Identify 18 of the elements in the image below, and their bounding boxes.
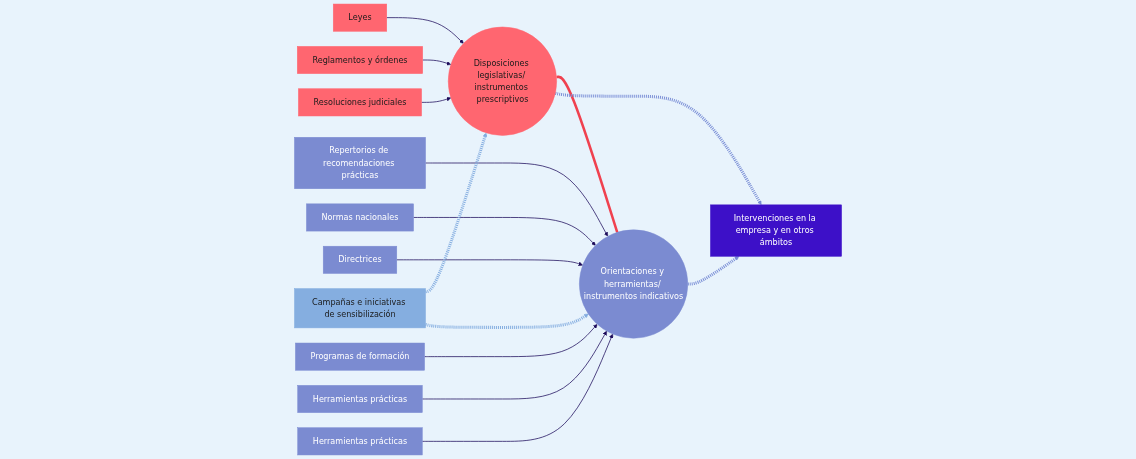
arrow bbox=[425, 313, 589, 329]
node-box: Campañas e iniciativas de sensibilización bbox=[294, 288, 426, 329]
connector bbox=[556, 75, 619, 233]
node-box: Intervenciones en la empresa y en otros ámbitos bbox=[710, 204, 842, 257]
node-box: Programas de formación bbox=[295, 342, 425, 371]
node-box: Leyes bbox=[333, 3, 387, 32]
node-circle: Orientaciones y herramientas/ instrumentos indicativos bbox=[579, 229, 688, 339]
node-circle: Disposiciones legislativas/ instrumentos prescriptivos bbox=[448, 26, 557, 136]
node-box: Herramientas prácticas bbox=[297, 427, 423, 456]
node-box: Reglamentos y órdenes bbox=[297, 46, 423, 74]
node-box: Resoluciones judiciales bbox=[298, 88, 422, 117]
node-box: Normas nacionales bbox=[306, 203, 414, 232]
arrow bbox=[687, 256, 740, 286]
arrow bbox=[425, 132, 488, 294]
node-box: Repertorios de recomendaciones prácticas bbox=[294, 137, 426, 189]
arrow bbox=[554, 91, 762, 206]
node-box: Herramientas prácticas bbox=[297, 385, 423, 413]
node-box: Directrices bbox=[322, 245, 398, 274]
